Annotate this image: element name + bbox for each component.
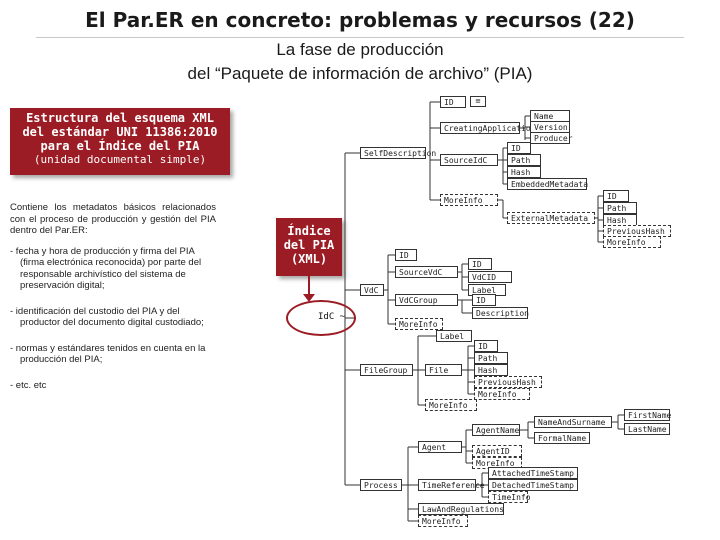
schema-node-file-group[interactable]: FileGroup	[360, 364, 413, 376]
schema-node-vdc-group[interactable]: VdCGroup	[395, 294, 458, 306]
schema-info-line4: (unidad documental simple)	[33, 153, 207, 166]
schema-node-time-reference[interactable]: TimeReference	[418, 479, 485, 491]
schema-info-line1: Estructura del esquema XML	[26, 111, 214, 125]
schema-node-more-info[interactable]: MoreInfo	[603, 236, 661, 248]
schema-node-path[interactable]: Path	[474, 352, 508, 364]
root-index-box: Índice del PIA (XML)	[276, 218, 342, 276]
schema-node-self-description[interactable]: SelfDescription	[360, 147, 436, 159]
schema-node-agent[interactable]: Agent	[418, 441, 462, 453]
schema-node-path[interactable]: Path	[507, 154, 541, 166]
schema-node-source-vdc[interactable]: SourceVdC	[395, 266, 458, 278]
schema-node-more-info[interactable]: MoreInfo	[395, 318, 443, 330]
root-node-label: IdC	[318, 312, 335, 322]
description-item: - fecha y hora de producción y firma del…	[10, 245, 202, 292]
root-node-idc[interactable]: IdC ~	[318, 312, 346, 322]
schema-node-hash[interactable]: Hash	[474, 364, 508, 376]
sequence-icon: ≡	[470, 96, 486, 107]
schema-node-id[interactable]: ID	[468, 258, 492, 270]
schema-node-formal-name[interactable]: FormalName	[534, 432, 590, 444]
root-node-highlight	[286, 300, 356, 336]
schema-node-agent-name[interactable]: AgentName	[472, 424, 520, 436]
schema-node-embedded-metadata[interactable]: EmbeddedMetadata	[507, 178, 588, 190]
schema-node-law-and-regulations[interactable]: LawAndRegulations	[418, 503, 504, 515]
schema-node-external-metadata[interactable]: ExternalMetadata	[507, 212, 595, 224]
schema-node-vdc-id[interactable]: VdCID	[468, 271, 512, 283]
schema-node-previous-hash[interactable]: PreviousHash	[474, 376, 542, 388]
schema-info-line3: para el Índice del PIA	[40, 139, 200, 153]
schema-node-agent-id[interactable]: AgentID	[472, 445, 522, 457]
schema-node-id[interactable]: ID	[440, 96, 466, 108]
description-block: Contiene los metadatos básicos relaciona…	[10, 202, 216, 405]
schema-node-producer[interactable]: Producer	[530, 132, 573, 144]
schema-node-more-info[interactable]: MoreInfo	[474, 388, 530, 400]
schema-node-name-and-surname[interactable]: NameAndSurname	[534, 416, 612, 428]
schema-info-box: Estructura del esquema XML del estándar …	[10, 108, 230, 175]
title-divider	[36, 37, 684, 38]
schema-node-first-name[interactable]: FirstName	[624, 409, 671, 421]
page-title: El Par.ER en concreto: problemas y recur…	[85, 8, 635, 32]
description-item: - normas y estándares tenidos en cuenta …	[10, 342, 206, 366]
description-item: - etc. etc	[10, 379, 47, 391]
schema-node-description[interactable]: Description	[472, 307, 529, 319]
schema-node-id[interactable]: ID	[472, 294, 496, 306]
schema-node-id[interactable]: ID	[507, 142, 531, 154]
schema-node-id[interactable]: ID	[603, 190, 629, 202]
schema-node-id[interactable]: ID	[474, 340, 498, 352]
schema-info-line2: del estándar UNI 11386:2010	[22, 125, 218, 139]
schema-node-path[interactable]: Path	[603, 202, 637, 214]
subtitle-phase: La fase de producción	[276, 40, 444, 59]
schema-node-creating-application[interactable]: CreatingApplication	[440, 122, 536, 134]
description-item: - identificación del custodio del PIA y …	[10, 305, 204, 329]
schema-node-file[interactable]: File	[425, 364, 462, 376]
schema-node-more-info[interactable]: MoreInfo	[440, 194, 498, 206]
schema-node-hash[interactable]: Hash	[507, 166, 541, 178]
schema-node-last-name[interactable]: LastName	[624, 423, 670, 435]
schema-node-time-info[interactable]: TimeInfo	[488, 491, 531, 503]
schema-node-label[interactable]: Label	[436, 330, 472, 342]
description-intro: Contiene los metadatos básicos relaciona…	[10, 202, 216, 236]
schema-node-source-idc[interactable]: SourceIdC	[440, 154, 498, 166]
subtitle-package: del “Paquete de información de archivo” …	[187, 64, 533, 83]
root-index-line2: del PIA	[283, 238, 335, 252]
schema-node-id[interactable]: ID	[395, 249, 417, 261]
root-index-line3: (XML)	[290, 252, 328, 266]
schema-node-attached-time-stamp[interactable]: AttachedTimeStamp	[488, 467, 578, 479]
schema-node-vdc[interactable]: VdC	[360, 284, 384, 296]
schema-node-more-info[interactable]: MoreInfo	[425, 399, 477, 411]
schema-node-detached-time-stamp[interactable]: DetachedTimeStamp	[488, 479, 578, 491]
root-index-line1: Índice	[287, 224, 331, 238]
schema-node-process[interactable]: Process	[360, 479, 402, 491]
schema-node-more-info[interactable]: MoreInfo	[418, 515, 468, 527]
